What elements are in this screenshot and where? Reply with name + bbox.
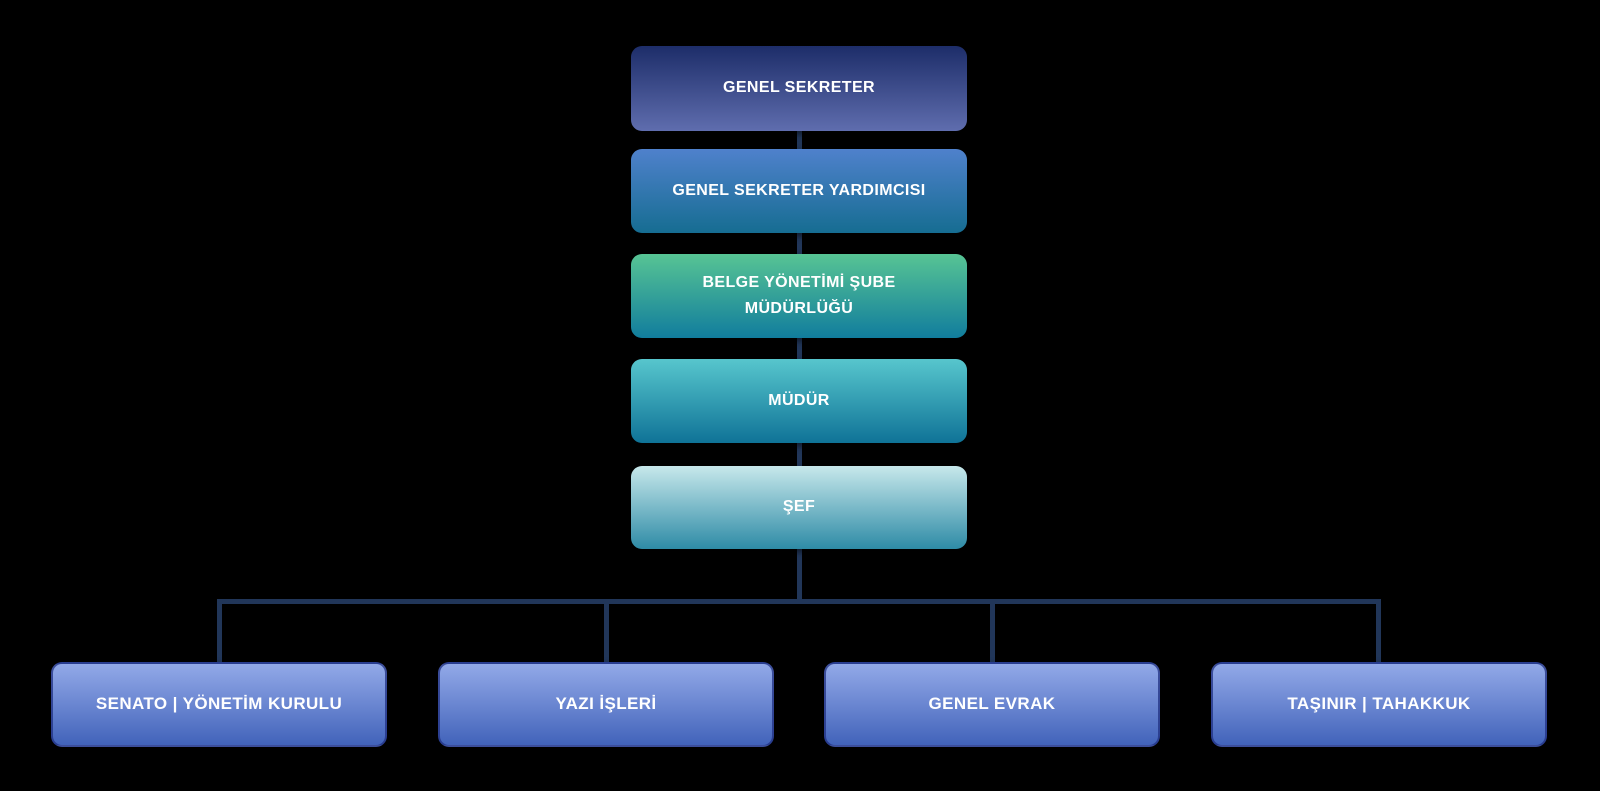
connector-level3-level4 (797, 338, 802, 359)
connector-level5-branch (797, 549, 802, 601)
org-node-sef: ŞEF (631, 466, 967, 549)
org-node-belge-yonetimi-sube-mudurlugu: BELGE YÖNETİMİ ŞUBE MÜDÜRLÜĞÜ (631, 254, 967, 338)
org-node-tasinir-tahakkuk: TAŞINIR | TAHAKKUK (1211, 662, 1547, 747)
connector-branch-horizontal (217, 599, 1381, 604)
org-node-mudur: MÜDÜR (631, 359, 967, 443)
org-node-genel-evrak: GENEL EVRAK (824, 662, 1160, 747)
org-node-genel-sekreter: GENEL SEKRETER (631, 46, 967, 131)
org-node-label: YAZI İŞLERİ (555, 694, 657, 714)
org-node-label: MÜDÜR (768, 391, 830, 409)
connector-level1-level2 (797, 131, 802, 149)
org-node-senato-yonetim-kurulu: SENATO | YÖNETİM KURULU (51, 662, 387, 747)
org-node-label: TAŞINIR | TAHAKKUK (1287, 694, 1471, 714)
connector-drop-yazi-isleri (604, 599, 609, 662)
connector-level4-level5 (797, 443, 802, 466)
org-node-label: GENEL EVRAK (928, 694, 1056, 714)
connector-level2-level3 (797, 233, 802, 255)
org-node-label: GENEL SEKRETER YARDIMCISI (672, 181, 926, 199)
org-node-label: GENEL SEKRETER (723, 79, 875, 97)
org-node-label: SENATO | YÖNETİM KURULU (95, 694, 343, 714)
org-node-label: BELGE YÖNETİMİ ŞUBE MÜDÜRLÜĞÜ (702, 273, 896, 317)
connector-drop-senato (217, 599, 222, 662)
org-node-genel-sekreter-yardimcisi: GENEL SEKRETER YARDIMCISI (631, 149, 967, 233)
org-node-yazi-isleri: YAZI İŞLERİ (438, 662, 774, 747)
org-node-label: ŞEF (782, 498, 816, 516)
connector-drop-genel-evrak (990, 599, 995, 662)
connector-drop-tasinir (1376, 599, 1381, 662)
